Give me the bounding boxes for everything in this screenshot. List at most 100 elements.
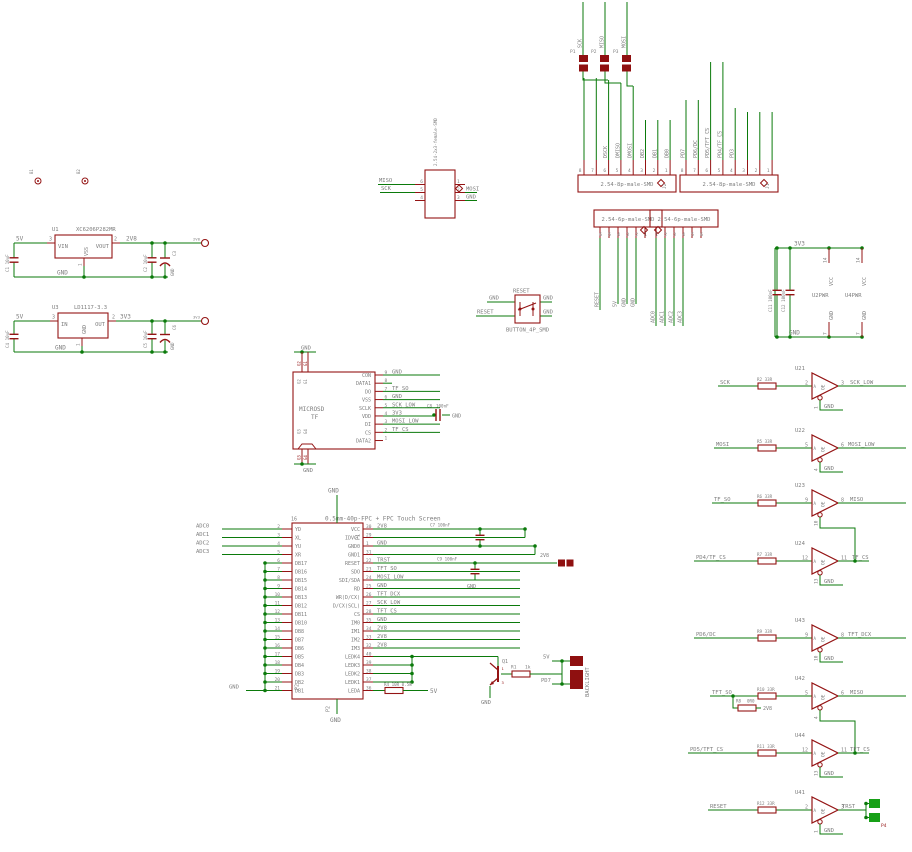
jumper-p2[interactable] xyxy=(600,64,609,72)
net-label: 8 xyxy=(841,633,844,639)
fpc-pin-name: DB2 xyxy=(295,680,304,686)
trst-jumper[interactable] xyxy=(558,559,565,567)
net-label: 2 xyxy=(664,232,667,238)
buffer-u44[interactable] xyxy=(811,739,840,767)
net-label: 8 xyxy=(277,575,280,581)
header-connector[interactable] xyxy=(679,174,779,193)
resistor-r1[interactable] xyxy=(511,670,531,678)
net-label: GND xyxy=(229,685,239,691)
cap-c6[interactable] xyxy=(159,338,171,343)
net-label: GND xyxy=(170,268,175,276)
buffer-u41[interactable] xyxy=(811,796,840,824)
designator-diamond[interactable] xyxy=(454,184,464,193)
p4-pad[interactable] xyxy=(869,799,880,808)
wire xyxy=(819,400,843,411)
series-resistor-u23[interactable] xyxy=(757,499,777,507)
net-label: TFT_CS xyxy=(850,747,870,753)
terminal-3v3[interactable] xyxy=(200,316,210,326)
resistor-r4[interactable] xyxy=(384,686,404,695)
jumper-p1[interactable] xyxy=(579,55,588,62)
header-connector[interactable] xyxy=(593,209,663,228)
net-label: R10 33R xyxy=(757,687,775,692)
fpc-connector[interactable] xyxy=(291,522,364,700)
reset-switch-symbol[interactable] xyxy=(531,307,535,311)
net-label: 2V8 xyxy=(540,553,549,559)
header-connector[interactable] xyxy=(649,209,719,228)
jumper-p3[interactable] xyxy=(622,55,631,62)
net-label: RESET xyxy=(477,310,494,316)
net-label: OE xyxy=(821,446,827,452)
buffer-u21[interactable] xyxy=(811,372,840,400)
microsd-pin-name: DO xyxy=(365,389,371,395)
net-label: OE xyxy=(821,384,827,390)
designator-diamond[interactable] xyxy=(759,178,769,188)
reset-button[interactable] xyxy=(514,294,541,324)
buffer-u43[interactable] xyxy=(811,624,840,652)
net-label: R6 33R xyxy=(757,494,773,499)
net-label: C3 xyxy=(172,250,177,256)
gate-designator: U42 xyxy=(795,676,805,682)
net-label: 10 xyxy=(814,520,820,526)
net-label: 3 xyxy=(385,419,388,425)
buffer-u23[interactable] xyxy=(811,489,840,517)
u3-regulator[interactable] xyxy=(57,312,109,339)
jumper-p3[interactable] xyxy=(622,64,631,72)
buffer-u22[interactable] xyxy=(811,434,840,462)
transistor-q1[interactable] xyxy=(489,662,499,671)
fpc-pin-name: LEDK4 xyxy=(345,655,360,661)
wire xyxy=(732,696,738,709)
cap-c3[interactable] xyxy=(159,262,171,267)
junction-dot xyxy=(82,275,86,279)
designator-diamond[interactable] xyxy=(656,178,666,188)
buffer-u42[interactable] xyxy=(811,682,840,710)
microsd-pin-name: VDD xyxy=(362,414,371,420)
trst-jumper[interactable] xyxy=(566,559,574,567)
net-label: MOSI_LOW xyxy=(392,419,419,425)
net-label: PD3 xyxy=(730,149,736,158)
buffer-u24[interactable] xyxy=(811,547,840,575)
net-label: A xyxy=(814,808,817,813)
fpc-pin-name: DB3 xyxy=(295,672,304,678)
resistor-r8[interactable] xyxy=(737,704,757,712)
net-label: DMOSI xyxy=(628,143,634,158)
backlight-jumper[interactable] xyxy=(570,670,583,689)
net-label: SCK xyxy=(720,380,731,386)
wire xyxy=(626,71,633,87)
backlight-jumper[interactable] xyxy=(570,656,583,666)
header-connector[interactable] xyxy=(577,174,677,193)
net-label: VCC xyxy=(829,277,835,286)
series-resistor-u43[interactable] xyxy=(757,634,777,642)
net-label: R9 33R xyxy=(757,629,773,634)
net-label: XC6206P282MR xyxy=(76,227,116,233)
series-resistor-u24[interactable] xyxy=(757,557,777,565)
reset-switch-symbol[interactable] xyxy=(517,302,537,311)
microsd-connector[interactable] xyxy=(292,371,376,450)
icsp-connector[interactable] xyxy=(424,169,456,219)
net-label: C5 10uF xyxy=(143,330,148,348)
net-label: 40 xyxy=(366,652,372,658)
wire xyxy=(819,710,856,753)
series-resistor-u44[interactable] xyxy=(757,749,777,757)
series-resistor-u42[interactable] xyxy=(757,692,777,700)
net-label: 4 xyxy=(617,232,620,238)
designator-diamond[interactable] xyxy=(639,225,649,235)
fiducial-b1[interactable] xyxy=(34,177,42,185)
microsd-pin-name: DI xyxy=(365,422,371,428)
net-label: 2V8 xyxy=(377,643,387,649)
fiducial-b2[interactable] xyxy=(81,177,89,185)
jumper-p2[interactable] xyxy=(600,55,609,62)
terminal-2v8[interactable] xyxy=(200,238,210,248)
series-resistor-u41[interactable] xyxy=(757,806,777,814)
net-label: MISO xyxy=(850,497,863,503)
net-label: 17 xyxy=(275,652,281,658)
net-label: GND xyxy=(170,342,175,350)
series-resistor-u22[interactable] xyxy=(757,444,777,452)
series-resistor-u21[interactable] xyxy=(757,382,777,390)
jumper-p1[interactable] xyxy=(579,64,588,72)
net-label: MISO xyxy=(379,178,392,184)
net-label: 2V8 xyxy=(377,524,387,530)
net-label: OE xyxy=(821,559,827,565)
net-label: 18 xyxy=(275,660,281,666)
p4-pad[interactable] xyxy=(869,813,880,822)
